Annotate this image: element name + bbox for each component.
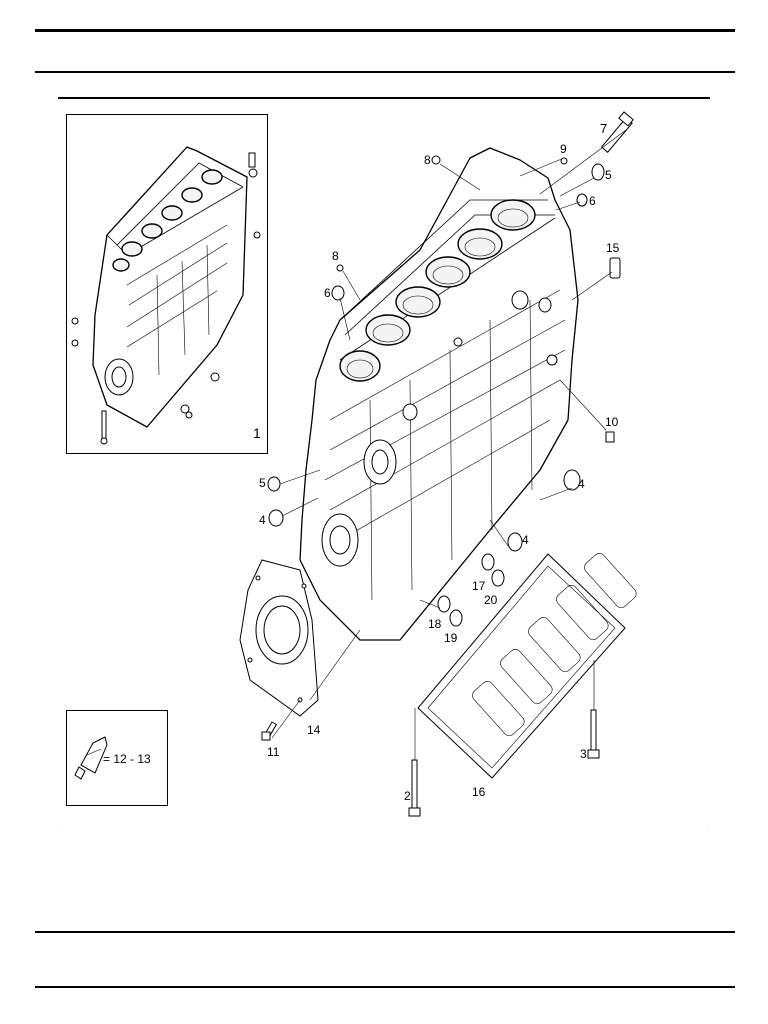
callout-19: 19: [444, 631, 458, 645]
callout-6-side: 6: [324, 286, 331, 300]
plug-19: [449, 609, 463, 627]
plug-5-top: [591, 163, 605, 181]
plug-8-top: [431, 155, 441, 165]
inset-label: 1: [253, 425, 261, 441]
callout-8-top: 8: [424, 153, 431, 167]
plug-10: [605, 431, 615, 443]
callout-2: 2: [404, 789, 411, 803]
engine-block: [299, 147, 579, 641]
callout-5-top: 5: [605, 168, 612, 182]
legend-drawing: = 12 - 13: [74, 736, 151, 780]
frame-rule: [58, 97, 710, 99]
bolt-7: [600, 111, 634, 153]
legend-text: = 12 - 13: [103, 752, 151, 766]
callout-20: 20: [484, 593, 498, 607]
bolt-15: [609, 257, 621, 279]
plug-17: [481, 553, 495, 571]
plug-20: [491, 569, 505, 587]
callout-4-lower: 4: [522, 533, 529, 547]
callout-14: 14: [307, 723, 321, 737]
callout-7: 7: [600, 121, 607, 136]
plug-4-right: [563, 469, 581, 491]
plug-18: [437, 595, 451, 613]
callout-10: 10: [605, 415, 619, 429]
callout-6-top: 6: [589, 194, 596, 208]
plug-6-side: [331, 285, 345, 301]
callout-15: 15: [606, 241, 620, 255]
callout-9: 9: [560, 142, 567, 156]
footer-rule-lower: [35, 986, 735, 988]
callout-labels: 7 9 8 5 6 15 8 6 10 5 4 4 4 17 20 18 19 …: [259, 121, 620, 803]
corner-mark-left: .: [58, 826, 60, 832]
bolt-11: [261, 721, 278, 741]
plug-5-front: [268, 509, 284, 527]
assembly-inset: 1: [66, 114, 268, 454]
rear-seal-housing: [239, 559, 319, 717]
plug-4-lower: [507, 532, 523, 552]
plug-8-side: [336, 264, 344, 272]
bolt-3: [587, 709, 600, 759]
callout-16: 16: [472, 785, 486, 799]
corner-mark-right: .: [707, 826, 709, 832]
callout-4-right: 4: [578, 477, 585, 491]
oil-pan-gasket: [417, 553, 637, 779]
cylinder-bores: [339, 199, 536, 382]
callout-18: 18: [428, 617, 442, 631]
leader-lines: [271, 129, 627, 760]
top-rule: [35, 29, 735, 32]
legend-inset: = 12 - 13: [66, 710, 168, 806]
footer-rule-upper: [35, 931, 735, 933]
callout-8-side: 8: [332, 249, 339, 263]
plug-6-top: [576, 193, 588, 207]
assembled-block-drawing: 1: [71, 146, 261, 445]
callout-5-front: 4: [259, 513, 266, 527]
callout-11: 11: [267, 745, 280, 759]
bolt-2: [408, 759, 421, 817]
plug-6-front: [267, 476, 281, 492]
sealant-tube-icon: [74, 736, 108, 780]
header-rule: [35, 71, 735, 73]
callout-3: 3: [580, 747, 587, 761]
callout-17: 17: [472, 579, 486, 593]
callout-6-front: 5: [259, 476, 266, 490]
